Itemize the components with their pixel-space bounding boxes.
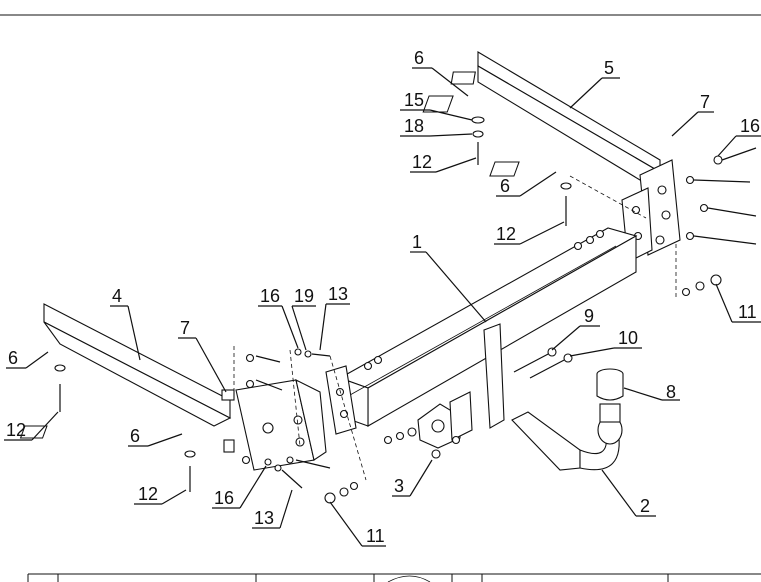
svg-text:7: 7 bbox=[180, 318, 190, 338]
callout-13-bottom: 13 bbox=[252, 489, 293, 529]
callout-8: 8 bbox=[623, 382, 680, 402]
svg-text:11: 11 bbox=[366, 526, 385, 546]
callout-16-right: 16 bbox=[717, 116, 761, 157]
svg-text:6: 6 bbox=[130, 426, 140, 446]
footer-table bbox=[27, 573, 761, 582]
svg-text:3: 3 bbox=[394, 476, 404, 496]
svg-text:15: 15 bbox=[404, 90, 424, 110]
left-mount-plate bbox=[221, 378, 327, 471]
callout-2: 2 bbox=[601, 469, 656, 517]
callout-16-top: 16 bbox=[258, 286, 299, 349]
svg-text:12: 12 bbox=[138, 484, 158, 504]
callout-1: 1 bbox=[410, 232, 487, 323]
bolts-9-10 bbox=[513, 347, 573, 379]
fastener-hardware bbox=[245, 147, 757, 504]
callout-19: 19 bbox=[291, 286, 316, 351]
svg-text:18: 18 bbox=[404, 116, 424, 136]
callout-10: 10 bbox=[569, 328, 642, 357]
svg-text:12: 12 bbox=[412, 152, 432, 172]
callout-6-bottom: 6 bbox=[128, 426, 183, 447]
callout-4: 4 bbox=[110, 286, 141, 361]
svg-text:11: 11 bbox=[738, 302, 757, 322]
svg-text:13: 13 bbox=[254, 508, 274, 528]
svg-text:19: 19 bbox=[294, 286, 314, 306]
callout-6-top: 6 bbox=[412, 48, 469, 97]
svg-text:16: 16 bbox=[260, 286, 280, 306]
part-5-right-rail bbox=[450, 51, 662, 181]
callout-6-right: 6 bbox=[496, 171, 557, 197]
callout-18: 18 bbox=[400, 116, 473, 137]
svg-text:9: 9 bbox=[584, 306, 594, 326]
callout-16-bottom: 16 bbox=[212, 465, 267, 509]
callout-12-top: 12 bbox=[410, 152, 477, 173]
callout-3: 3 bbox=[392, 459, 433, 497]
svg-text:2: 2 bbox=[640, 496, 650, 516]
callout-7-right: 7 bbox=[671, 92, 714, 137]
svg-text:12: 12 bbox=[496, 224, 516, 244]
bolt-stacks-12 bbox=[19, 95, 572, 492]
callout-9: 9 bbox=[551, 306, 600, 351]
part-8-ball-cap bbox=[596, 368, 624, 401]
svg-text:5: 5 bbox=[604, 58, 614, 78]
callout-11-bottom: 11 bbox=[329, 501, 386, 547]
callout-15: 15 bbox=[400, 90, 473, 121]
svg-text:6: 6 bbox=[414, 48, 424, 68]
svg-text:16: 16 bbox=[740, 116, 760, 136]
callout-5: 5 bbox=[569, 58, 620, 109]
callout-13-top: 13 bbox=[319, 284, 350, 351]
part-2-ball-arm bbox=[511, 403, 623, 471]
svg-text:16: 16 bbox=[214, 488, 234, 508]
callout-12-bottom: 12 bbox=[134, 484, 187, 505]
svg-text:8: 8 bbox=[666, 382, 676, 402]
part-3-socket-plate bbox=[417, 323, 505, 449]
svg-text:13: 13 bbox=[328, 284, 348, 304]
callout-12-right: 12 bbox=[494, 221, 565, 245]
callout-6-left: 6 bbox=[6, 348, 49, 369]
svg-text:6: 6 bbox=[500, 176, 510, 196]
callout-7-left: 7 bbox=[178, 318, 227, 393]
callout-11-right: 11 bbox=[715, 283, 761, 323]
svg-text:10: 10 bbox=[618, 328, 638, 348]
svg-text:4: 4 bbox=[112, 286, 122, 306]
assembly-dash-lines bbox=[233, 175, 677, 481]
svg-text:12: 12 bbox=[6, 420, 26, 440]
part-4-left-rail bbox=[43, 303, 232, 427]
svg-text:6: 6 bbox=[8, 348, 18, 368]
callout-12-left: 12 bbox=[4, 411, 59, 441]
svg-text:7: 7 bbox=[700, 92, 710, 112]
svg-text:1: 1 bbox=[412, 232, 422, 252]
crossbar-left-end-plate bbox=[325, 365, 357, 435]
